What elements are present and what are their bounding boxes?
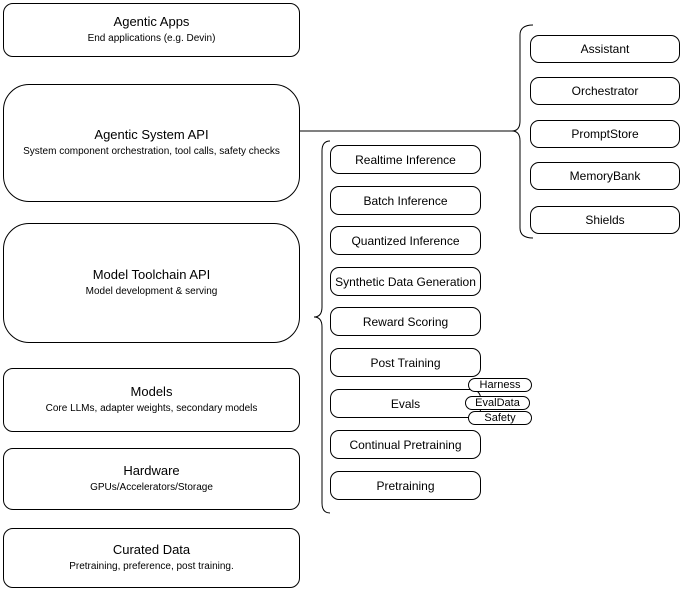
tag-safety: Safety [468,411,532,425]
tag-label: Harness [479,378,521,391]
node-label: Realtime Inference [355,152,456,167]
node-model-toolchain-api: Model Toolchain API Model development & … [3,223,300,343]
node-promptstore: PromptStore [530,120,680,148]
node-agentic-apps: Agentic Apps End applications (e.g. Devi… [3,3,300,57]
node-label: Batch Inference [363,193,448,208]
node-label: Orchestrator [571,84,639,98]
node-label: Evals [390,396,421,411]
tag-evaldata: EvalData [465,396,530,410]
node-label: PromptStore [571,127,639,141]
system-components-brace [511,24,534,239]
node-subtitle: Core LLMs, adapter weights, secondary mo… [45,403,258,415]
node-label: Reward Scoring [362,314,449,329]
node-reward-scoring: Reward Scoring [330,307,481,336]
node-orchestrator: Orchestrator [530,77,680,105]
node-title: Agentic Apps [113,14,190,30]
node-title: Agentic System API [94,127,209,143]
node-hardware: Hardware GPUs/Accelerators/Storage [3,448,300,510]
node-agentic-system-api: Agentic System API System component orch… [3,84,300,202]
node-title: Model Toolchain API [92,267,211,283]
node-post-training: Post Training [330,348,481,377]
node-label: Continual Pretraining [349,437,462,452]
tag-harness: Harness [468,378,532,392]
node-synthetic-data-generation: Synthetic Data Generation [330,267,481,296]
node-subtitle: Pretraining, preference, post training. [69,561,234,573]
node-label: Post Training [370,355,441,370]
node-subtitle: Model development & serving [85,286,218,298]
node-label: Synthetic Data Generation [335,274,476,289]
node-label: MemoryBank [569,169,641,183]
node-pretraining: Pretraining [330,471,481,500]
node-quantized-inference: Quantized Inference [330,226,481,255]
node-continual-pretraining: Continual Pretraining [330,430,481,459]
node-curated-data: Curated Data Pretraining, preference, po… [3,528,300,588]
node-models: Models Core LLMs, adapter weights, secon… [3,368,300,432]
node-batch-inference: Batch Inference [330,186,481,215]
node-label: Quantized Inference [351,233,460,248]
node-title: Models [130,384,173,400]
node-label: Pretraining [376,478,435,493]
node-title: Curated Data [112,542,191,558]
toolchain-brace [313,140,331,514]
node-subtitle: System component orchestration, tool cal… [23,146,280,158]
node-shields: Shields [530,206,680,234]
tag-label: Safety [484,411,516,424]
node-title: Hardware [123,463,180,479]
node-assistant: Assistant [530,35,680,63]
node-label: Assistant [580,42,630,56]
node-realtime-inference: Realtime Inference [330,145,481,174]
node-subtitle: End applications (e.g. Devin) [87,33,216,45]
tag-label: EvalData [475,396,520,409]
node-memorybank: MemoryBank [530,162,680,190]
node-label: Shields [585,213,625,227]
node-evals: Evals [330,389,481,418]
node-subtitle: GPUs/Accelerators/Storage [90,482,213,494]
